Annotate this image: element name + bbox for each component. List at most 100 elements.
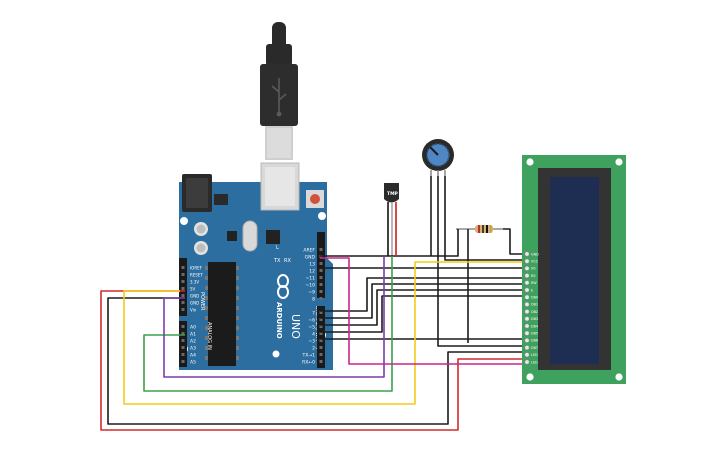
analog-pin-label: A5	[190, 360, 196, 366]
lcd-pin[interactable]	[524, 309, 530, 315]
lcd-pin[interactable]	[524, 258, 530, 264]
digital-pin-label: ~3	[308, 339, 315, 345]
digital-pin[interactable]	[319, 262, 323, 265]
reset-button-icon[interactable]	[306, 190, 324, 208]
lcd-pin[interactable]	[524, 323, 530, 329]
lcd-pin-label: V0	[531, 267, 535, 271]
power-analog-header	[179, 258, 187, 367]
lcd-pin-label: VCC	[531, 260, 539, 264]
lcd-pin-label: RW	[531, 281, 537, 285]
digital-pin[interactable]	[319, 269, 323, 272]
analog-pin[interactable]	[181, 325, 185, 328]
power-pin[interactable]	[181, 308, 185, 311]
digital-pin[interactable]	[319, 332, 323, 335]
lcd-pin-label: DB4	[531, 324, 538, 328]
lcd-pin-label: LED	[531, 353, 538, 357]
board-model: UNO	[289, 314, 302, 339]
lcd-pin[interactable]	[524, 359, 530, 365]
power-pin[interactable]	[181, 280, 185, 283]
analog-pin[interactable]	[181, 332, 185, 335]
lcd-pin-label: DB3	[531, 317, 538, 321]
digital-pin-label: ~11	[306, 276, 316, 282]
digital-pin[interactable]	[319, 360, 323, 363]
digital-pin-label: 2	[312, 346, 315, 352]
digital-pin-label: 7	[312, 311, 315, 317]
lcd-pin-label: LED	[531, 360, 538, 364]
lcd-pin[interactable]	[524, 280, 530, 286]
lcd-pin-label: DB0	[531, 296, 538, 300]
analog-pin-label: A1	[190, 332, 196, 338]
lcd-pin-labels: GNDVCCV0RSRWEDB0DB1DB2DB3DB4DB5DB6DB7LED…	[531, 252, 539, 364]
power-pin[interactable]	[181, 294, 185, 297]
led-label-rx: RX	[284, 258, 291, 264]
lcd-pin-label: DB2	[531, 310, 538, 314]
digital-pin[interactable]	[319, 283, 323, 286]
digital-pin[interactable]	[319, 346, 323, 349]
digital-pin[interactable]	[319, 339, 323, 342]
lcd-pin-label: E	[531, 288, 533, 292]
digital-pin[interactable]	[319, 353, 323, 356]
digital-pin[interactable]	[319, 290, 323, 293]
digital-pin[interactable]	[319, 325, 323, 328]
power-pin[interactable]	[181, 273, 185, 276]
wires	[100, 176, 528, 431]
digital-pin-label: 13	[309, 262, 315, 268]
lcd-pin[interactable]	[524, 345, 530, 351]
digital-pin-label: ~10	[306, 283, 316, 289]
analog-pin[interactable]	[181, 360, 185, 363]
lcd-pin[interactable]	[524, 287, 530, 293]
lcd-pin[interactable]	[524, 273, 530, 279]
lcd-pin[interactable]	[524, 330, 530, 336]
lcd-pin[interactable]	[524, 337, 530, 343]
arduino-logo	[277, 274, 289, 299]
usb-plug-icon[interactable]	[260, 22, 298, 160]
power-header-title: POWER	[199, 292, 205, 311]
analog-pin[interactable]	[181, 353, 185, 356]
power-pin[interactable]	[181, 301, 185, 304]
digital-pin-label: ~5	[308, 325, 315, 331]
digital-pin-label: ~6	[308, 318, 315, 324]
lcd-pin[interactable]	[524, 294, 530, 300]
lcd-pin[interactable]	[524, 352, 530, 358]
power-pin-label: GND	[190, 294, 199, 299]
lcd-display[interactable]	[522, 155, 626, 384]
digital-pin-label: 4	[312, 332, 315, 338]
digital-pin[interactable]	[319, 311, 323, 314]
analog-pin-label: A3	[190, 346, 196, 352]
lcd-pin-label: DB5	[531, 332, 538, 336]
digital-pin-label: GND	[305, 255, 316, 261]
arduino-uno-board[interactable]: ARDUINO UNO L TX RX POWER ANALOG IN DIGI…	[179, 162, 333, 370]
digital-pin-label: AREF	[303, 248, 315, 254]
lcd-pin[interactable]	[524, 265, 530, 271]
digital-pin[interactable]	[319, 276, 323, 279]
analog-pin[interactable]	[181, 339, 185, 342]
lcd-pin-header	[524, 251, 530, 365]
digital-pin-label: 8	[312, 297, 315, 303]
digital-pin[interactable]	[319, 248, 323, 251]
digital-pin-label: ~9	[308, 290, 315, 296]
power-pin[interactable]	[181, 287, 185, 290]
digital-pin[interactable]	[319, 318, 323, 321]
lcd-pin[interactable]	[524, 251, 530, 257]
lcd-screen	[550, 177, 599, 364]
lcd-pin[interactable]	[524, 301, 530, 307]
lcd-pin[interactable]	[524, 316, 530, 322]
potentiometer-icon[interactable]	[422, 139, 454, 176]
power-pin[interactable]	[181, 266, 185, 269]
analog-pin-label: A2	[190, 339, 196, 345]
analog-pin-label: A4	[190, 353, 196, 359]
resistor-icon[interactable]	[456, 225, 503, 233]
power-pin-label: 3.3V	[190, 280, 199, 285]
board-brand: ARDUINO	[275, 302, 283, 339]
power-pin-label: GND	[190, 301, 199, 306]
lcd-pin-label: GND	[531, 252, 539, 256]
power-pin-label: 5V	[190, 287, 196, 292]
digital-pin-label: RX←0	[302, 360, 315, 366]
power-pin-label: RESET	[190, 273, 203, 278]
digital-pin[interactable]	[319, 297, 323, 300]
analog-pin[interactable]	[181, 346, 185, 349]
sensor-label: TMP	[387, 191, 399, 197]
